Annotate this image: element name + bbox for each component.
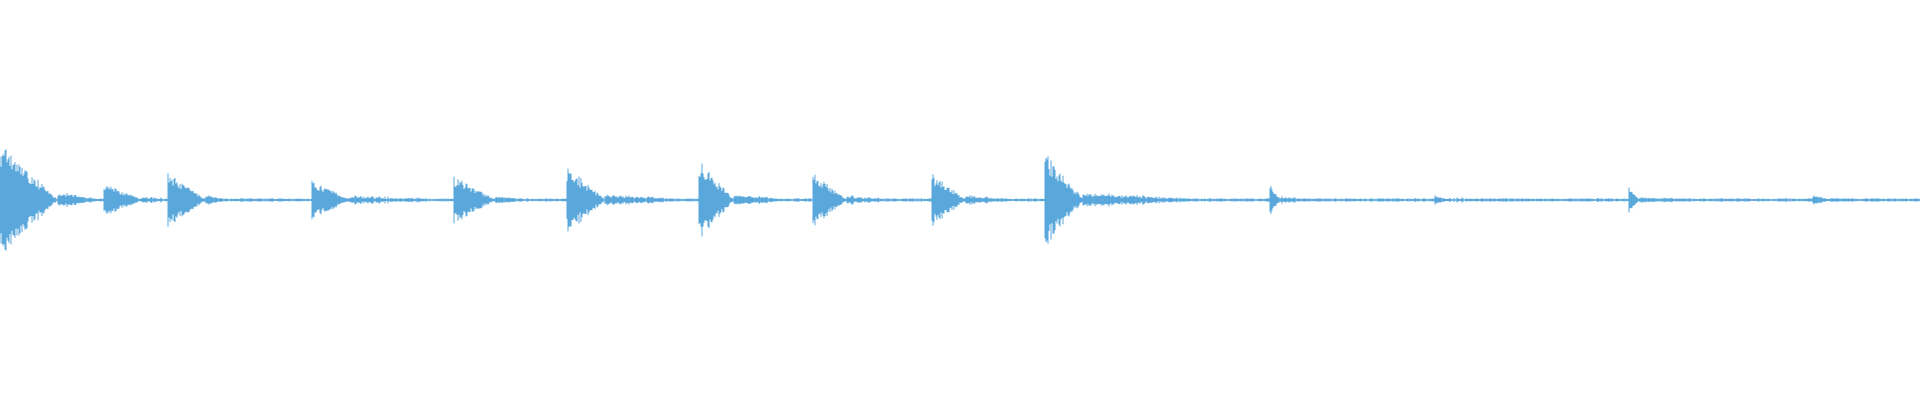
- waveform-graphic: [0, 149, 1920, 251]
- audio-waveform: [0, 149, 1920, 251]
